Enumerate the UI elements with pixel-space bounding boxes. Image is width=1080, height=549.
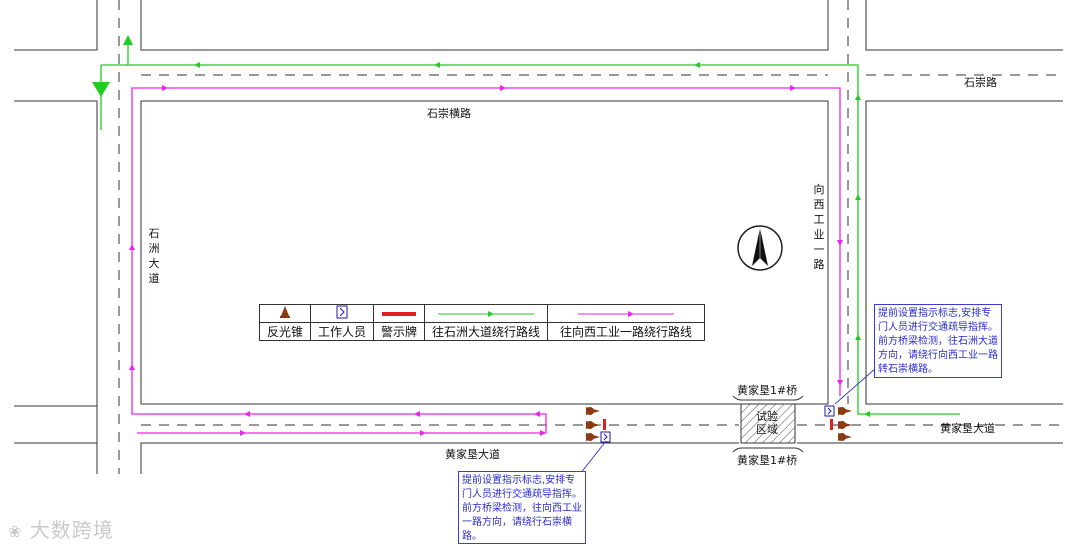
traffic-cone-icon bbox=[838, 433, 852, 441]
legend-label-green-route: 往石洲大道绕行路线 bbox=[424, 322, 548, 341]
traffic-cone-icon bbox=[838, 421, 852, 429]
magenta-route-arrow-icon bbox=[578, 310, 674, 317]
traffic-cone-icon bbox=[586, 407, 600, 415]
bridge-label-bottom: 黄家垦1#桥 bbox=[737, 453, 797, 467]
worker-left bbox=[600, 431, 611, 443]
legend-worker-cell bbox=[310, 304, 374, 323]
warning-sign-icon bbox=[382, 311, 416, 316]
bridge-label-top: 黄家垦1#桥 bbox=[737, 383, 797, 397]
test-zone-label: 试验区域 bbox=[756, 410, 778, 436]
note-leader-right bbox=[834, 367, 877, 405]
legend-magenta-route-cell bbox=[547, 304, 705, 323]
lane-center-lines bbox=[118, 0, 1063, 474]
legend-table: 反光锥 工作人员 警示牌 往石洲大道绕行路线 往向西工业一路绕行路线 bbox=[259, 304, 705, 341]
green-detour-route bbox=[100, 38, 960, 415]
green-route-arrows bbox=[92, 35, 870, 417]
traffic-cones-right bbox=[838, 407, 852, 441]
traffic-cones-left bbox=[586, 407, 600, 441]
green-route-arrow-icon bbox=[438, 310, 534, 317]
legend-label-cone: 反光锥 bbox=[259, 322, 311, 341]
legend-label-sign: 警示牌 bbox=[373, 322, 425, 341]
bridge-test-zone bbox=[732, 395, 804, 453]
warning-sign-icon bbox=[603, 419, 606, 430]
magenta-detour-route bbox=[131, 87, 841, 434]
traffic-cone-icon bbox=[838, 407, 852, 415]
traffic-cone-icon bbox=[586, 433, 600, 441]
road-label-shizhou-avenue: 石洲大道 bbox=[148, 227, 160, 285]
warning-sign-icon bbox=[830, 419, 833, 430]
traffic-cone-icon bbox=[586, 421, 600, 429]
road-label-huangjiaken-bottom: 黄家垦大道 bbox=[445, 447, 500, 461]
legend-label-worker: 工作人员 bbox=[310, 322, 374, 341]
watermark-text: 大数跨境 bbox=[29, 518, 114, 542]
road-label-xiangxi-industry-road: 向西工业一路 bbox=[813, 183, 825, 271]
worker-icon bbox=[336, 305, 348, 319]
note-right: 提前设置指示标志,安排专门人员进行交通疏导指挥。前方桥梁检测，往石洲大道方向，请… bbox=[874, 304, 1002, 378]
watermark-logo: ❀ 大数跨境 bbox=[8, 514, 114, 543]
traffic-cone-icon bbox=[280, 306, 290, 318]
worker-right bbox=[824, 405, 835, 417]
legend-cone-cell bbox=[259, 304, 311, 323]
road-network bbox=[14, 0, 1063, 474]
legend-label-magenta-route: 往向西工业一路绕行路线 bbox=[547, 322, 705, 341]
magenta-route-arrows bbox=[129, 85, 843, 436]
north-compass-icon bbox=[737, 225, 783, 271]
legend-green-route-cell bbox=[424, 304, 548, 323]
watermark-mark-icon: ❀ bbox=[8, 522, 23, 541]
note-bottom: 提前设置指示标志,安排专门人员进行交通疏导指挥。前方桥梁检测，往向西工业一路方向… bbox=[458, 471, 586, 544]
road-label-shichong-road: 石崇路 bbox=[964, 76, 997, 89]
legend-sign-cell bbox=[373, 304, 425, 323]
note-leader-bottom bbox=[579, 440, 607, 475]
warning-signs bbox=[603, 419, 833, 430]
road-label-shichong-heng-road: 石崇横路 bbox=[427, 106, 471, 120]
road-label-huangjiaken-right: 黄家垦大道 bbox=[940, 421, 995, 435]
